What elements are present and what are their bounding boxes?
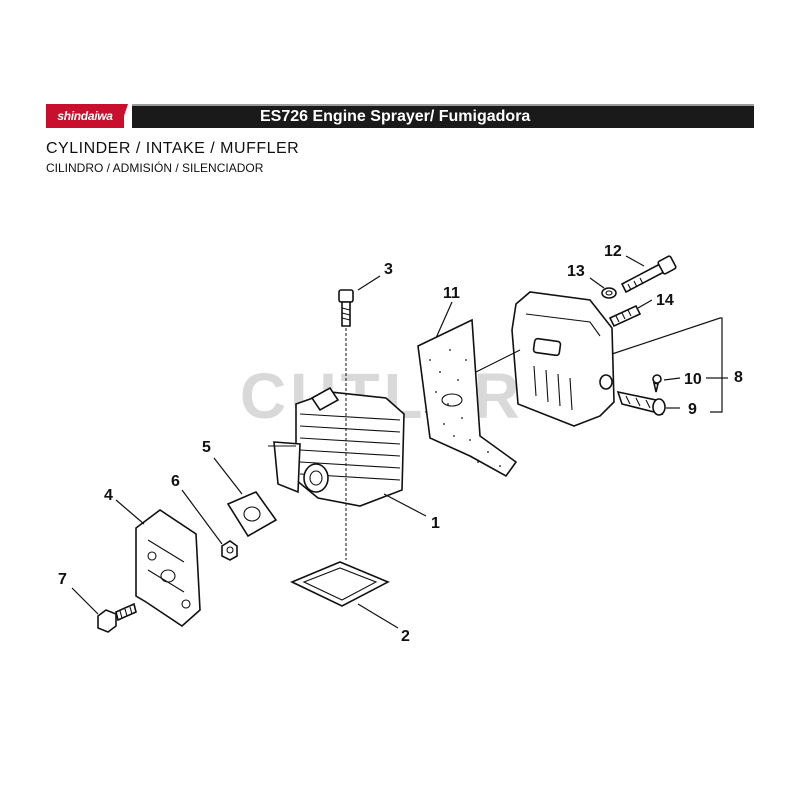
header-band: shindaiwa ES726 Engine Sprayer/ Fumigado…	[46, 104, 754, 128]
callout-10: 10	[684, 371, 702, 388]
callout-3: 3	[384, 261, 393, 278]
part-3-cylinder-bolt	[338, 289, 354, 327]
callout-2: 2	[401, 628, 410, 645]
part-5-intake-gasket	[226, 491, 278, 538]
bracket-8	[611, 317, 723, 413]
leader-10	[663, 377, 681, 381]
leader-12	[625, 255, 645, 267]
callout-8: 8	[734, 369, 743, 386]
part-10-small-screw	[652, 374, 662, 393]
callout-12: 12	[604, 243, 622, 260]
leader-11-to-muffler	[475, 349, 521, 373]
callout-13: 13	[567, 263, 585, 280]
leader-13	[589, 277, 605, 289]
callout-1: 1	[431, 515, 440, 532]
leader-2	[357, 603, 399, 629]
leader-5	[213, 457, 243, 495]
callout-7: 7	[58, 571, 67, 588]
part-7-screw	[97, 602, 137, 633]
callout-11: 11	[443, 285, 460, 302]
section-subtitle: CILINDRO / ADMISIÓN / SILENCIADOR	[46, 161, 264, 175]
part-9-spark-arrestor	[616, 390, 666, 416]
callout-9: 9	[688, 401, 697, 418]
brand-logo-notch	[120, 104, 128, 128]
leader-11	[435, 301, 453, 339]
brand-logo: shindaiwa	[46, 104, 124, 128]
callout-4: 4	[104, 487, 113, 504]
callout-6: 6	[171, 473, 180, 490]
part-8-muffler-assembly	[511, 291, 615, 427]
part-1-cylinder	[268, 386, 405, 507]
callout-14: 14	[656, 292, 674, 309]
page-title: ES726 Engine Sprayer/ Fumigadora	[132, 104, 754, 128]
leader-4	[115, 499, 145, 525]
part-14-stud-bolt	[608, 304, 642, 328]
part-4-intake-insulator	[135, 509, 201, 628]
leader-1	[383, 493, 427, 517]
leader-7	[71, 587, 99, 615]
leader-14	[637, 299, 653, 309]
part-12-muffler-bolt	[620, 255, 677, 294]
part-11-muffler-gasket	[417, 318, 518, 478]
part-13-washer	[601, 287, 617, 299]
leader-3	[357, 275, 381, 291]
part-2-base-gasket	[290, 561, 390, 607]
part-6-nut	[221, 540, 238, 561]
leader-6	[181, 489, 223, 545]
callout-5: 5	[202, 439, 211, 456]
section-title: CYLINDER / INTAKE / MUFFLER	[46, 140, 300, 157]
